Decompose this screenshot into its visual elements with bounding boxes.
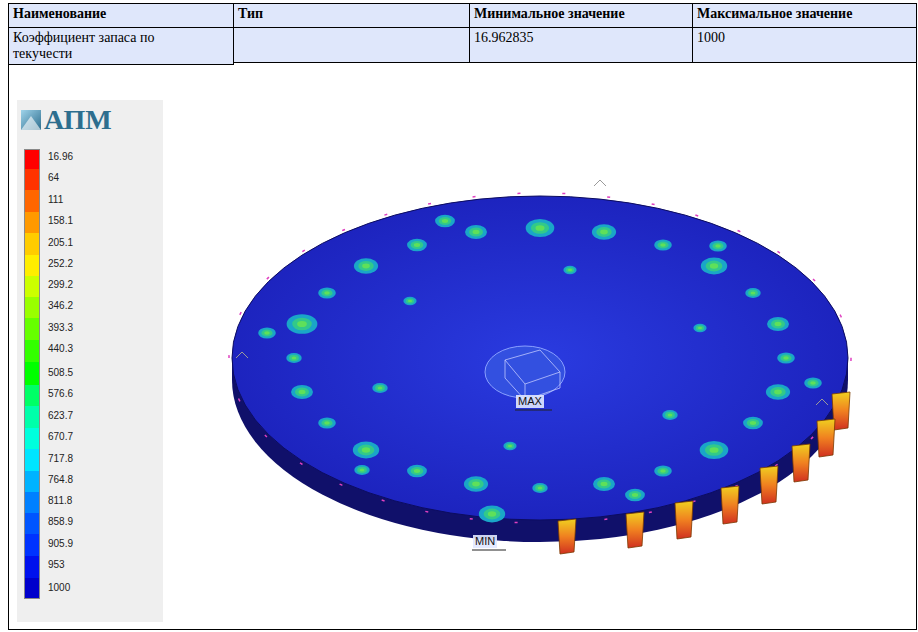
logo-text: АПМ bbox=[44, 103, 112, 137]
scale-value: 905.9 bbox=[48, 538, 73, 550]
scale-swatch bbox=[25, 534, 39, 556]
logo-icon bbox=[21, 110, 41, 130]
scale-value: 858.9 bbox=[48, 516, 73, 528]
table-cell: 1000 bbox=[692, 27, 917, 63]
scale-swatch bbox=[25, 428, 39, 449]
scale-value: 953 bbox=[48, 559, 65, 571]
table-value: Коэффициент запаса по текучести bbox=[13, 30, 173, 62]
table-cell: Тип bbox=[233, 3, 470, 28]
min-marker: MIN bbox=[473, 535, 497, 548]
scale-swatch bbox=[25, 276, 39, 297]
table-value: 1000 bbox=[697, 30, 912, 46]
support-brackets bbox=[558, 392, 850, 554]
scale-value: 16.96 bbox=[48, 151, 73, 163]
table-cell: Наименование bbox=[8, 3, 234, 28]
table-cell: Коэффициент запаса по текучести bbox=[8, 27, 234, 65]
scale-value: 576.6 bbox=[48, 388, 73, 400]
table-cell: 16.962835 bbox=[469, 27, 693, 63]
scale-value: 299.2 bbox=[48, 279, 73, 291]
max-underline bbox=[515, 410, 552, 411]
scale-value: 811.8 bbox=[48, 495, 72, 507]
scale-swatch bbox=[25, 492, 39, 513]
scale-swatch bbox=[25, 513, 39, 534]
scale-swatch bbox=[25, 150, 39, 169]
scale-value: 764.8 bbox=[48, 474, 73, 486]
scale-swatch bbox=[25, 406, 39, 428]
scale-swatch bbox=[25, 578, 39, 598]
hub bbox=[485, 346, 565, 400]
scale-swatch bbox=[25, 255, 39, 276]
scale-swatch bbox=[25, 318, 39, 340]
table-header: Максимальное значение bbox=[697, 6, 912, 22]
scale-value: 205.1 bbox=[48, 237, 73, 249]
scale-swatch bbox=[25, 340, 39, 362]
stress-zones bbox=[258, 215, 822, 523]
scale-value: 64 bbox=[48, 172, 59, 184]
scale-value: 252.2 bbox=[48, 258, 73, 270]
scale-swatch bbox=[25, 385, 39, 406]
scale-swatch bbox=[25, 449, 39, 471]
scale-value: 158.1 bbox=[48, 215, 73, 227]
table-header: Минимальное значение bbox=[474, 6, 688, 22]
rim-markers bbox=[229, 193, 851, 523]
table-cell bbox=[233, 27, 470, 63]
min-underline bbox=[472, 550, 506, 551]
scale-swatch bbox=[25, 190, 39, 212]
scale-value: 440.3 bbox=[48, 343, 73, 355]
table-value: 16.962835 bbox=[474, 30, 688, 46]
constraint-markers bbox=[236, 180, 828, 405]
scale-swatch bbox=[25, 233, 39, 255]
scale-value: 1000 bbox=[48, 582, 70, 594]
scale-value: 717.8 bbox=[48, 453, 73, 465]
max-marker: MAX bbox=[516, 395, 544, 408]
scale-value: 670.7 bbox=[48, 431, 73, 443]
scale-swatch bbox=[25, 169, 39, 190]
table-header: Тип bbox=[238, 6, 465, 22]
scale-value: 623.7 bbox=[48, 410, 73, 422]
scale-swatch bbox=[25, 362, 39, 385]
table-header: Наименование bbox=[13, 6, 229, 22]
table-cell: Максимальное значение bbox=[692, 3, 917, 28]
scale-border bbox=[24, 149, 40, 599]
scale-swatch bbox=[25, 212, 39, 233]
scale-value: 346.2 bbox=[48, 300, 73, 312]
table-cell: Минимальное значение bbox=[469, 3, 693, 28]
scale-value: 508.5 bbox=[48, 367, 73, 379]
scale-value: 393.3 bbox=[48, 322, 73, 334]
scale-swatch bbox=[25, 297, 39, 318]
disk-top bbox=[232, 196, 848, 520]
scale-value: 111 bbox=[48, 194, 63, 206]
scale-swatch bbox=[25, 471, 39, 492]
scale-swatch bbox=[25, 556, 39, 578]
